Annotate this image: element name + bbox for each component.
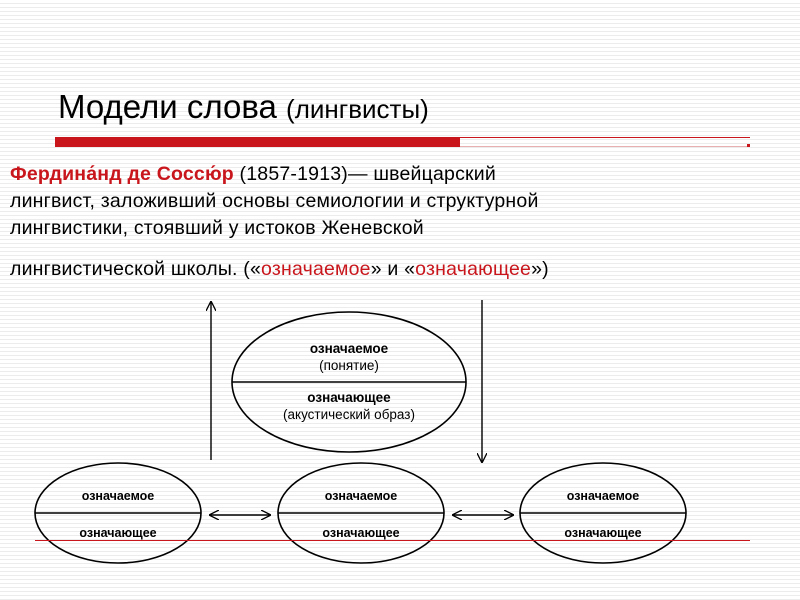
bottom-ellipse-1: означаемое означающее	[34, 462, 202, 564]
desc-line-2: лингвист, заложивший основы семиологии и…	[10, 190, 539, 212]
bottom-1-signifier-label: означающее	[79, 526, 156, 540]
term-signified: означаемое	[261, 258, 371, 280]
bottom-ellipse-3: означаемое означающее	[519, 462, 687, 564]
desc-line-4-end: »)	[531, 258, 549, 280]
person-name: Фердина́нд де Соссю́р	[10, 163, 234, 185]
top-ellipse: означаемое (понятие) означающее (акустич…	[231, 311, 467, 453]
title-underline-bar	[55, 137, 460, 147]
corner-marker	[747, 144, 750, 147]
desc-line-4: лингвистической школы. («означаемое» и «…	[10, 256, 770, 283]
bottom-2-signified-label: означаемое	[325, 489, 398, 503]
desc-line-3: лингвистики, стоявший у истоков Женевско…	[10, 217, 424, 239]
title-subtitle: (лингвисты)	[286, 94, 429, 124]
desc-line-1: — швейцарский	[348, 163, 496, 185]
top-signifier-label: означающее	[307, 390, 391, 405]
top-signifier-sub-label: (акустический образ)	[283, 407, 415, 422]
desc-line-4-start: лингвистической школы. («	[10, 258, 262, 280]
top-signified-sub-label: (понятие)	[319, 358, 379, 373]
term-signifier: означающее	[415, 258, 532, 280]
bottom-2-signifier-label: означающее	[322, 526, 399, 540]
title-rule-line	[460, 137, 750, 138]
title-main: Модели слова	[58, 88, 277, 125]
bottom-3-signifier-label: означающее	[564, 526, 641, 540]
person-years: (1857-1913)	[239, 163, 348, 185]
slide-title: Модели слова (лингвисты)	[58, 88, 429, 126]
desc-between-terms: » и «	[370, 258, 416, 280]
top-signified-label: означаемое	[310, 341, 389, 356]
bottom-rule-line	[35, 540, 750, 541]
bottom-ellipse-2: означаемое означающее	[277, 462, 445, 564]
description-paragraph: Фердина́нд де Соссю́р (1857-1913)— швейц…	[10, 161, 770, 283]
bottom-3-signified-label: означаемое	[567, 489, 640, 503]
title-rule-line-thin	[460, 146, 750, 147]
bottom-1-signified-label: означаемое	[82, 489, 155, 503]
